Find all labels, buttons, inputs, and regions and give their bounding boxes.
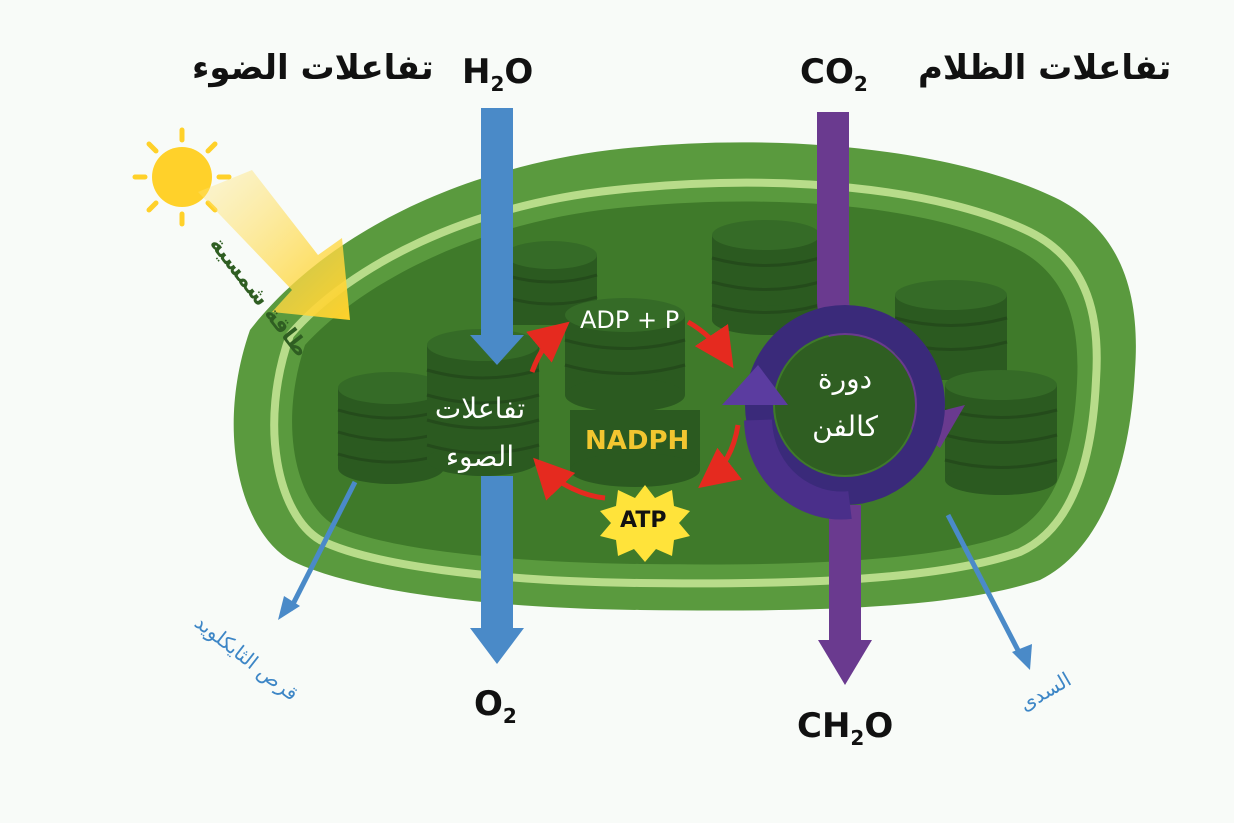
calvin-cycle-arrow	[744, 418, 852, 520]
calvin-cycle-label: دورة كالفن	[795, 355, 895, 451]
atp-label: ATP	[620, 508, 667, 533]
co2-formula: CO2	[800, 52, 868, 96]
light-reactions-inner-line2: الصوء	[445, 440, 515, 473]
oxygen-arrow-head	[470, 628, 524, 664]
atp-starburst-icon	[600, 485, 690, 562]
adp-p-label: ADP + P	[580, 306, 680, 334]
calvin-cycle-line2: كالفن	[812, 410, 878, 443]
stroma-pointer	[945, 513, 1025, 660]
thylakoid-pointer	[287, 480, 358, 612]
granum-back-right	[711, 220, 821, 335]
light-reactions-inner-label: تفاعلات الصوء	[420, 385, 540, 481]
dark-reactions-title: تفاعلات الظلام	[918, 48, 1172, 88]
light-reactions-title: تفاعلات الضوء	[192, 48, 434, 88]
oxygen-formula: O2	[474, 684, 517, 728]
sunlight-beam	[198, 170, 350, 320]
ch2o-exit-arrowhead	[818, 640, 872, 685]
nadph-label: NADPH	[585, 426, 690, 456]
water-arrow-shaft	[481, 108, 513, 338]
sun-icon	[132, 127, 232, 227]
calvin-cycle-arrowhead	[722, 365, 788, 405]
glucose-formula: CH2O	[797, 706, 894, 750]
inner-membrane	[270, 178, 1101, 588]
granum-right	[944, 370, 1058, 495]
calvin-cycle-line1: دورة	[817, 362, 873, 395]
water-formula: H2O	[462, 52, 534, 96]
granum-center-left	[426, 329, 540, 476]
granum-center	[564, 298, 686, 412]
energy-cycle-arrows	[526, 319, 742, 501]
water-arrow-head	[470, 335, 524, 365]
granum-center-low	[570, 410, 700, 487]
oxygen-arrow-shaft	[481, 476, 513, 630]
light-reactions-inner-line1: تفاعلات	[434, 392, 526, 425]
